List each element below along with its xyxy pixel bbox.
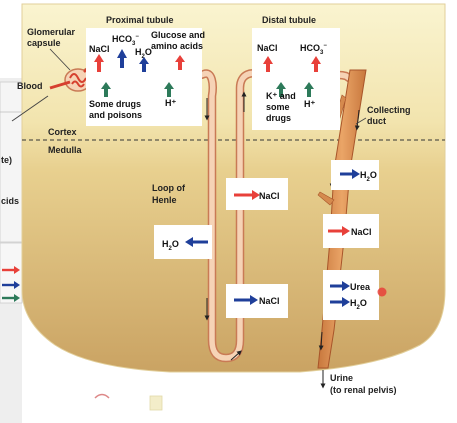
red-arrow-icon (263, 56, 273, 72)
red-arrow-icon (14, 266, 20, 274)
urine-label-2: (to renal pelvis) (330, 385, 397, 395)
sidebar-text-top: te) (1, 155, 12, 165)
duct-h2o-top-box: H2O (331, 160, 379, 190)
proximal-h2o-label: H2O (135, 47, 152, 60)
proximal-drugs-label-1: Some drugs (89, 99, 141, 109)
proximal-drugs-label-2: and poisons (89, 110, 142, 120)
distal-tubule-label: Distal tubule (262, 15, 316, 25)
red-arrow-icon (342, 226, 350, 236)
glomerular-capsule-label-1: Glomerular (27, 27, 76, 37)
green-arrow-icon (14, 294, 20, 302)
collecting-duct-label-2: duct (367, 116, 386, 126)
distal-hco3-label: HCO3− (300, 43, 327, 56)
urine-label-1: Urine (330, 373, 353, 383)
flow-arrow-icon (318, 331, 324, 351)
loop-nacl-upper-label: NaCl (259, 191, 280, 201)
duct-nacl-box: NaCl (323, 214, 379, 248)
blue-arrow-icon (342, 297, 350, 307)
red-dot-icon (377, 287, 387, 297)
proximal-tubule-label: Proximal tubule (106, 15, 174, 25)
red-arrow-icon (311, 56, 321, 72)
loop-nacl-lower-box: NaCl (226, 284, 288, 318)
red-arrow-icon (175, 55, 185, 70)
sidebar-legend-arrows (2, 266, 20, 302)
loop-nacl-upper-box: NaCl (226, 178, 288, 210)
blue-arrow-icon (139, 57, 149, 72)
medulla-label: Medulla (48, 145, 82, 155)
green-arrow-icon (164, 82, 174, 97)
distal-k-label-1: K⁺ and (266, 91, 296, 101)
proximal-exchange-box: NaCl HCO3− H2O Glucose and amino acids S… (86, 28, 205, 126)
cortex-label: Cortex (48, 127, 77, 137)
proximal-hco3-label: HCO3− (112, 34, 139, 47)
loop-of-henle-label-1: Loop of (152, 183, 186, 193)
bottom-artifact-tab (149, 395, 163, 411)
loop-nacl-lower-label: NaCl (259, 296, 280, 306)
flow-arrow-icon (354, 109, 360, 131)
green-arrow-icon (276, 82, 286, 97)
collecting-duct-label-1: Collecting (367, 105, 411, 115)
duct-h2o-bottom-label: H2O (350, 298, 367, 311)
red-arrow-icon (252, 190, 260, 200)
distal-k-label-3: drugs (266, 113, 291, 123)
distal-h-plus-label: H⁺ (304, 99, 315, 109)
green-arrow-icon (304, 82, 314, 97)
sidebar-text-bottom: cids (1, 196, 19, 206)
duct-h2o-top-label: H2O (360, 170, 377, 183)
duct-urea-label: Urea (350, 282, 371, 292)
loop-h2o-box: H2O (154, 225, 212, 259)
loop-h2o-label: H2O (162, 239, 179, 252)
blue-arrow-icon (185, 237, 193, 247)
blue-arrow-icon (342, 281, 350, 291)
green-arrow-icon (101, 82, 111, 97)
blue-arrow-icon (250, 295, 258, 305)
blue-arrow-icon (117, 49, 127, 68)
duct-urea-h2o-box: Urea H2O (323, 270, 379, 320)
proximal-glucose-label-2: amino acids (151, 41, 203, 51)
blood-label: Blood (17, 81, 43, 91)
duct-nacl-label: NaCl (351, 227, 372, 237)
proximal-nacl-label: NaCl (89, 44, 110, 54)
glomerulus (11, 63, 93, 122)
distal-nacl-label: NaCl (257, 43, 278, 53)
loop-of-henle-label-2: Henle (152, 195, 177, 205)
bottom-artifact-left (94, 393, 110, 399)
proximal-h-plus-label: H⁺ (165, 98, 176, 108)
flow-arrow-icon (230, 350, 242, 361)
blue-arrow-icon (14, 281, 20, 289)
distal-k-label-2: some (266, 102, 290, 112)
left-sidebar: te) cids (0, 78, 23, 423)
blue-arrow-icon (352, 169, 360, 179)
glomerular-capsule-label-2: capsule (27, 38, 61, 48)
distal-exchange-box: NaCl HCO3− K⁺ and some drugs H⁺ (252, 28, 340, 130)
red-arrow-icon (94, 54, 104, 72)
proximal-glucose-label-1: Glucose and (151, 30, 205, 40)
